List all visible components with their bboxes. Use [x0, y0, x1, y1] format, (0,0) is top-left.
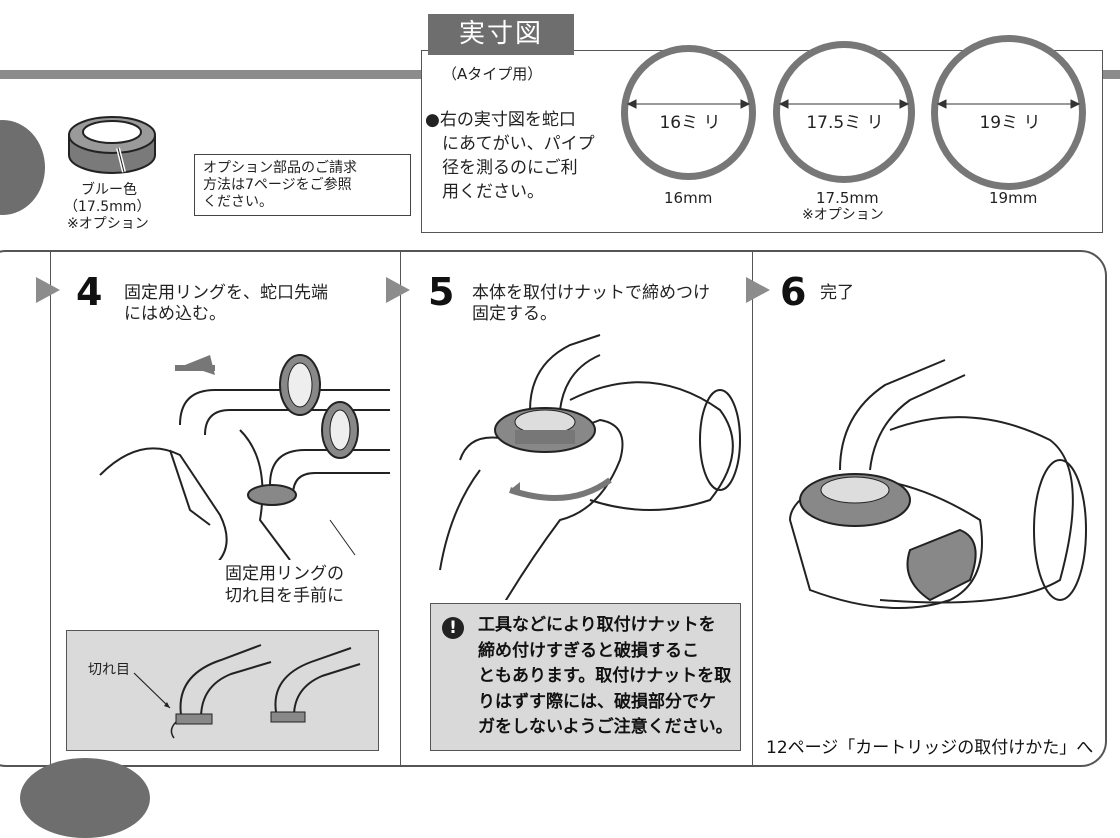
warning-line: ガをしないようご注意ください。 [478, 717, 733, 737]
ring-size-label: （17.5mm） [64, 199, 151, 215]
ring-inner-label: 16ミ リ [655, 108, 725, 133]
step-arrow-icon [746, 277, 770, 303]
ring-caption: 19mm [989, 189, 1038, 207]
step-text-line: 完了 [820, 283, 854, 303]
step-text-line: 固定用リングを、蛇口先端 [124, 283, 328, 303]
reference-link[interactable]: 12ページ「カートリッジの取付けかた」へ [766, 738, 1094, 758]
instruction-line: ●右の実寸図を蛇口 [425, 110, 576, 130]
step-arrow-icon [386, 277, 410, 303]
actual-size-title: 実寸図 [428, 14, 574, 55]
header-band [0, 70, 430, 79]
ring-16mm [621, 45, 756, 180]
ring-measure-arrows [626, 99, 1081, 109]
ring-color-label: ブルー色 [81, 182, 137, 198]
warning-line: りはずす際には、破損部分でケ [478, 691, 716, 712]
step5-illustration [439, 334, 741, 600]
inset-illustration [133, 644, 361, 739]
step-number: 4 [76, 270, 103, 314]
option-note-line: 方法は7ページをご参照 [203, 177, 352, 193]
step-number: 6 [780, 270, 807, 314]
step-number: 5 [428, 270, 455, 314]
ring-caption: 16mm [664, 189, 713, 207]
warning-line: 締め付けすぎると破損するこ [478, 640, 699, 661]
warning-line: ともあります。取付けナットを取 [478, 666, 732, 686]
ring-option-label: ※オプション [67, 216, 149, 232]
type-label: （Aタイプ用） [442, 65, 543, 83]
option-note-line: オプション部品のご請求 [203, 160, 357, 176]
warning-line: 工具などにより取付けナットを [478, 615, 716, 635]
step-text-line: 本体を取付けナットで締めつけ [472, 283, 710, 303]
section-badge-bottom [20, 758, 150, 838]
ring-caption: 17.5mm [816, 189, 879, 207]
step-text-line: 固定する。 [472, 304, 557, 324]
inset-label: 切れ目 [88, 662, 130, 678]
instruction-line: 径を測るのにご利 [442, 158, 578, 178]
option-note-box [194, 154, 411, 216]
column-divider [752, 252, 753, 767]
ring-option-note: ※オプション [802, 207, 884, 223]
warning-box [430, 603, 741, 751]
ring-19mm [931, 35, 1086, 190]
column-divider [400, 252, 401, 767]
header-band-right [1098, 70, 1120, 79]
column-divider [50, 252, 51, 767]
blue-ring-illustration [68, 116, 156, 174]
step4-illustration [99, 354, 390, 560]
warning-icon: ! [442, 617, 464, 639]
instruction-line: にあてがい、パイプ [442, 134, 595, 154]
option-note-line: ください。 [203, 194, 273, 210]
step6-illustration [788, 359, 1087, 609]
warning-text: 工具などにより取付けナットを 締め付けすぎると破損するこ ともあります。取付けナ… [478, 613, 733, 741]
callout-line: 固定用リングの [225, 564, 344, 584]
step-text-line: にはめ込む。 [124, 304, 226, 324]
instruction-line: 用ください。 [442, 182, 544, 202]
callout-line: 切れ目を手前に [225, 586, 344, 606]
step-arrow-icon [36, 277, 60, 303]
ring-inner-label: 17.5ミ リ [804, 108, 886, 133]
ring-cut-inset [66, 630, 379, 751]
ring-inner-label: 19ミ リ [972, 108, 1048, 133]
